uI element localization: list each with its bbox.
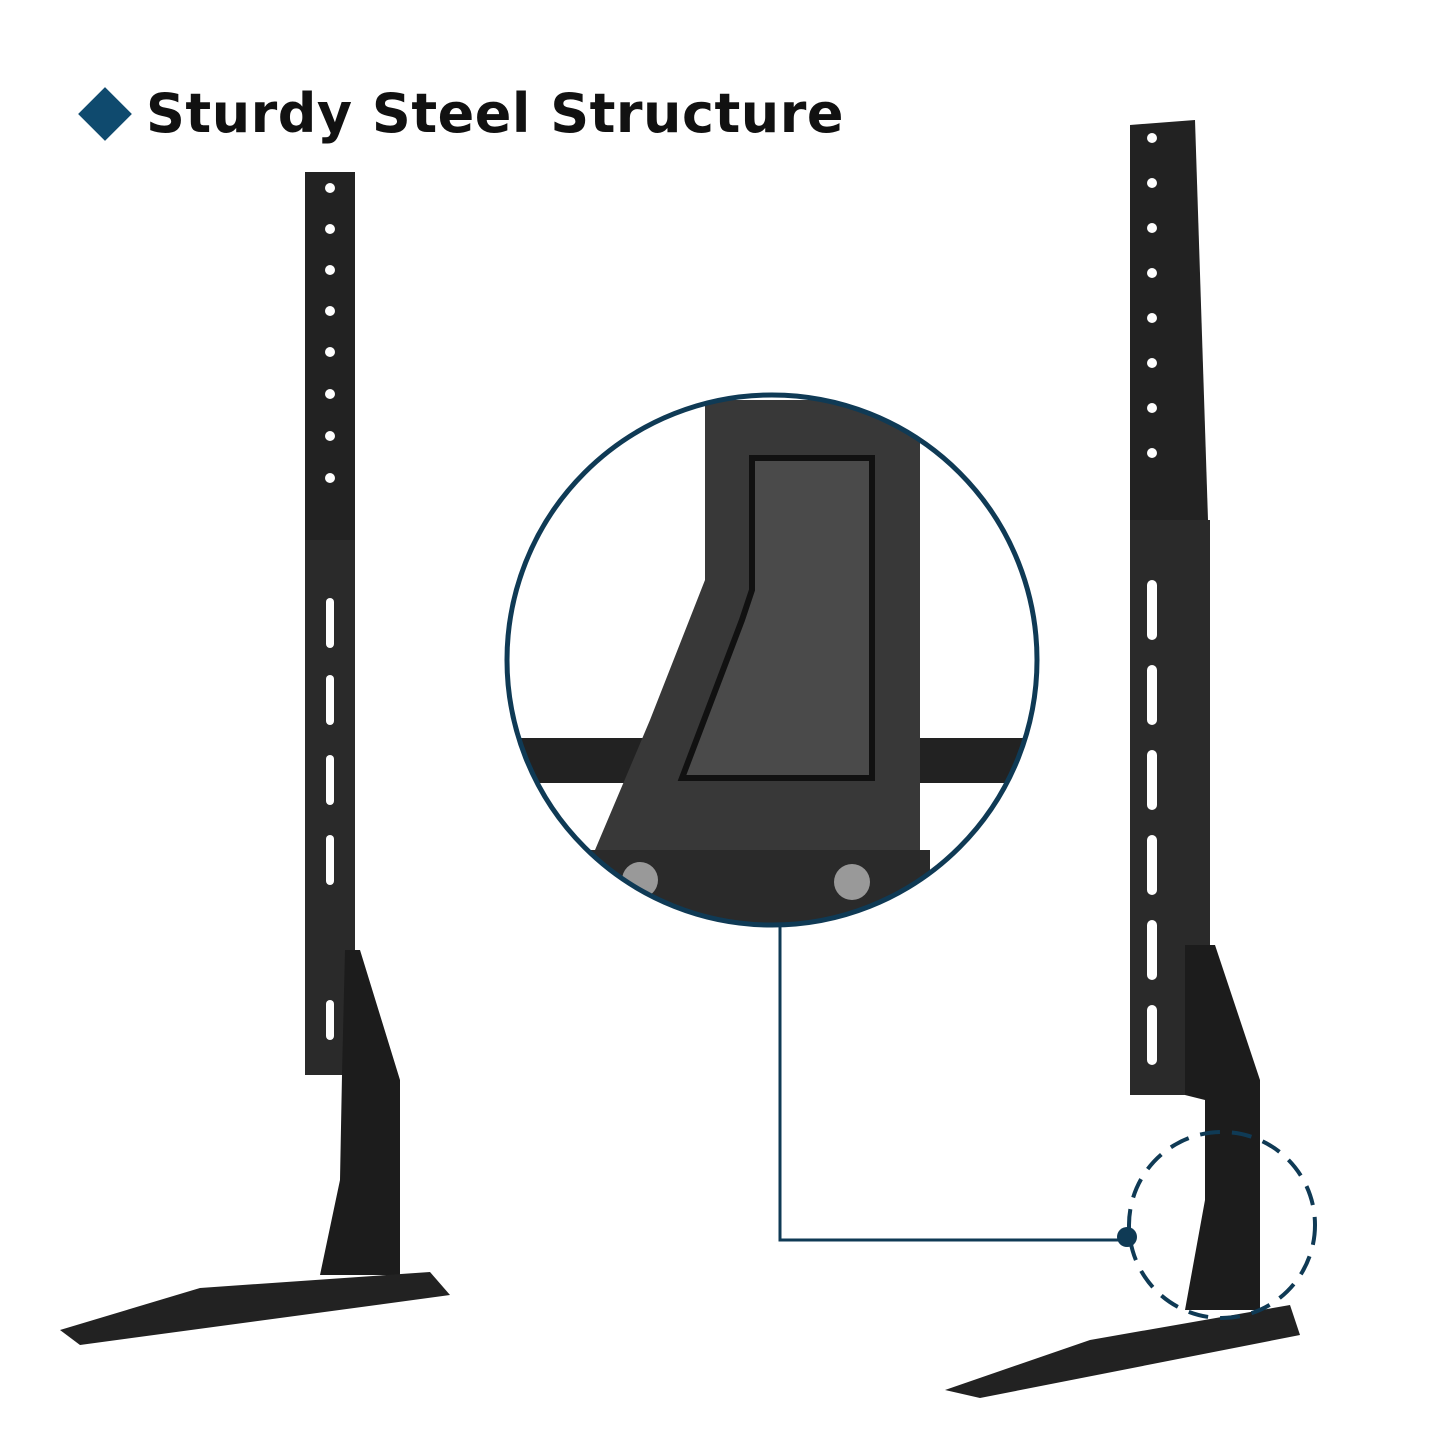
left-stand: [60, 172, 450, 1345]
right-stand: [945, 120, 1300, 1398]
heading-text: Sturdy Steel Structure: [146, 82, 844, 145]
detail-callout: [504, 392, 1317, 1320]
page-heading: Sturdy Steel Structure: [78, 82, 844, 145]
